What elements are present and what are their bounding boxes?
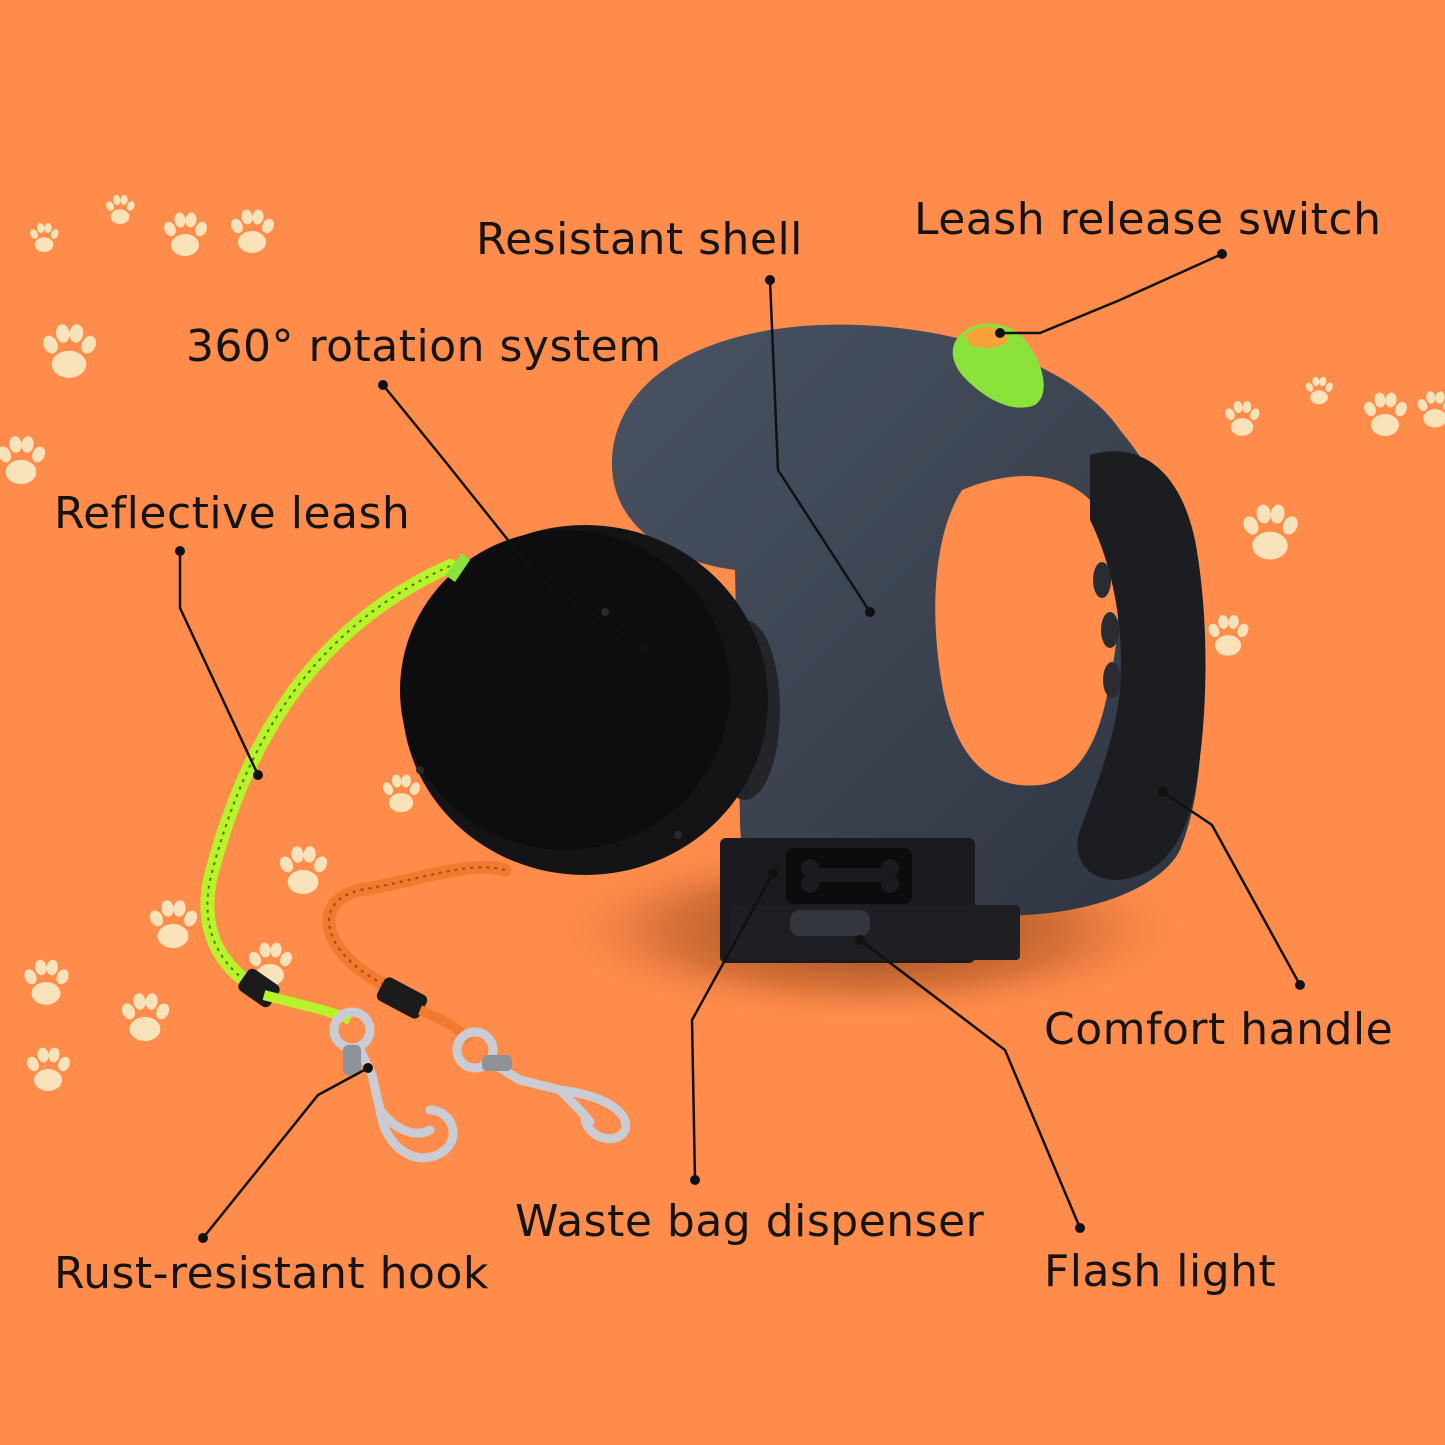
label-reflective-leash: Reflective leash [54, 488, 411, 539]
leader-lines [178, 252, 1302, 1239]
rotation-reel [400, 525, 768, 875]
label-rotation-system: 360° rotation system [186, 321, 662, 372]
label-resistant-shell: Resistant shell [476, 214, 803, 265]
leader-dots [175, 249, 1305, 1243]
label-rust-resistant-hook: Rust-resistant hook [54, 1248, 489, 1299]
hook-swivels [343, 1045, 512, 1075]
comfort-handle [1077, 451, 1206, 881]
flash-light [790, 910, 870, 936]
retractable-leash-device [400, 323, 1206, 963]
label-waste-bag-dispenser: Waste bag dispenser [515, 1196, 985, 1247]
label-comfort-handle: Comfort handle [1044, 1004, 1394, 1055]
label-flash-light: Flash light [1044, 1246, 1277, 1297]
rust-resistant-hooks [329, 1007, 630, 1163]
label-leash-release-switch: Leash release switch [914, 194, 1382, 245]
bone-icon [801, 859, 899, 893]
